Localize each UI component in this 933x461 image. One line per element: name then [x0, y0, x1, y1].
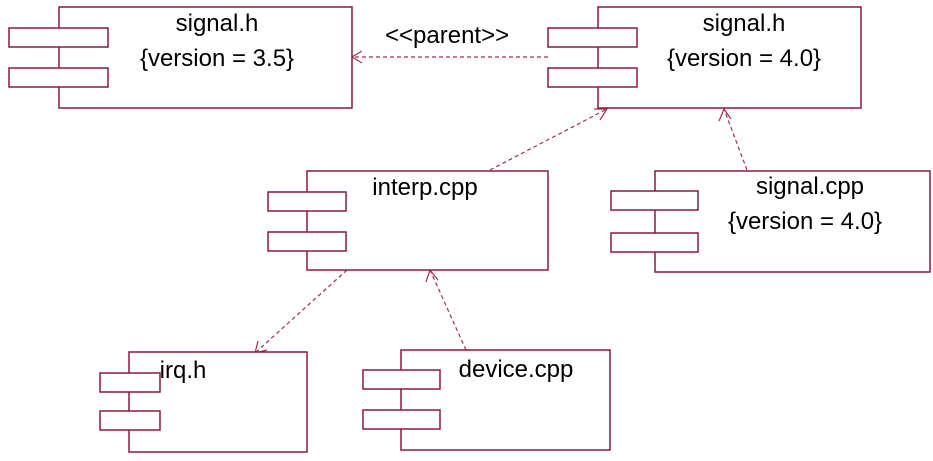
component-port-bottom — [362, 409, 441, 430]
component-tag: {version = 4.0} — [667, 45, 821, 72]
component-name: device.cpp — [459, 356, 574, 383]
component-irq-h[interactable]: irq.h — [99, 351, 308, 453]
component-port-bottom — [267, 231, 347, 252]
component-signal-cpp[interactable]: signal.cpp {version = 4.0} — [610, 170, 931, 273]
dependency-parent[interactable] — [350, 50, 548, 64]
component-name: signal.h — [703, 10, 786, 37]
component-port-top — [267, 191, 347, 212]
component-port-top — [362, 369, 441, 390]
dependency-interp-to-irq-h[interactable] — [254, 269, 348, 354]
component-port-top — [547, 27, 638, 48]
component-name: signal.h — [176, 10, 259, 37]
component-name: signal.cpp — [756, 173, 864, 200]
component-tag: {version = 4.0} — [728, 208, 882, 235]
parent-stereotype-label: <<parent>> — [385, 22, 509, 49]
component-name: irq.h — [160, 357, 207, 384]
component-signal-h-v3-5[interactable]: signal.h {version = 3.5} — [8, 6, 353, 109]
component-port-bottom — [8, 67, 109, 88]
component-name: interp.cpp — [372, 174, 477, 201]
component-device-cpp[interactable]: device.cpp — [362, 349, 611, 451]
component-port-top — [8, 27, 109, 48]
dependency-device-to-interp[interactable] — [425, 268, 467, 351]
dependency-signal-cpp-to-signal-h[interactable] — [718, 107, 748, 171]
component-interp-cpp[interactable]: interp.cpp — [267, 170, 549, 271]
component-port-top — [99, 372, 161, 393]
component-port-bottom — [99, 410, 161, 431]
component-signal-h-v4-0[interactable]: signal.h {version = 4.0} — [547, 6, 862, 109]
component-port-bottom — [610, 232, 699, 253]
component-port-top — [610, 190, 699, 211]
component-port-bottom — [547, 67, 638, 88]
component-tag: {version = 3.5} — [140, 45, 294, 72]
dependency-interp-to-signal-h[interactable] — [489, 108, 609, 171]
